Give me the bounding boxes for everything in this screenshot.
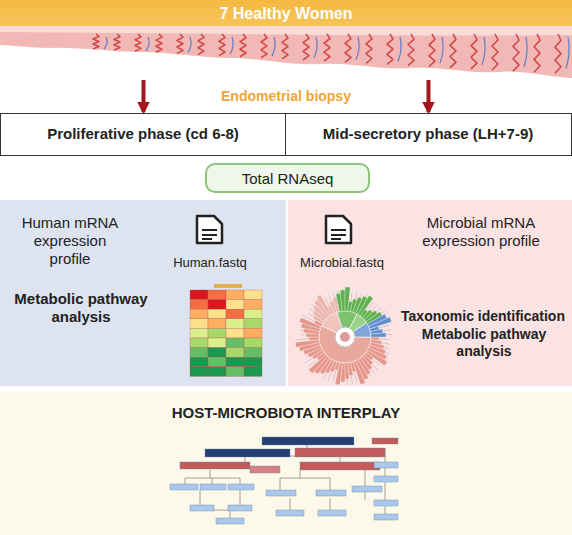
node-text: Microbial mRNA expression profile — [415, 214, 547, 250]
node-text: Metabolic pathway analysis — [6, 290, 156, 326]
node-text: 7 Healthy Women — [0, 4, 572, 23]
section-label: Endometrial biopsy — [186, 88, 386, 104]
microbe-panel: Microbial.fastq Microbial mRNA expression… — [288, 200, 572, 386]
process-box: Total RNAseq — [205, 163, 370, 193]
flow-arrow — [427, 80, 431, 112]
host-panel: Human mRNA expression profileHuman.fastq… — [0, 200, 286, 386]
title-band: 7 Healthy Women — [0, 0, 572, 80]
interplay-panel: HOST-MICROBIOTA INTERPLAY — [0, 392, 572, 535]
node-text: Human mRNA expression profile — [18, 214, 122, 268]
node-text: Taxonomic identification — [394, 308, 572, 325]
flow-arrow — [142, 80, 146, 112]
node-text: Mid-secretory phase (LH+7-9) — [286, 125, 570, 143]
phase-box: Mid-secretory phase (LH+7-9) — [285, 113, 572, 156]
phase-box: Proliferative phase (cd 6-8) — [0, 113, 287, 156]
node-text: Metabolic pathway analysis — [414, 326, 554, 360]
node-text: Human.fastq — [165, 255, 255, 271]
node-text: Microbial.fastq — [290, 255, 394, 271]
node-text: HOST-MICROBIOTA INTERPLAY — [0, 404, 572, 422]
node-text: Total RNAseq — [207, 170, 368, 188]
node-text: Proliferative phase (cd 6-8) — [1, 125, 285, 143]
